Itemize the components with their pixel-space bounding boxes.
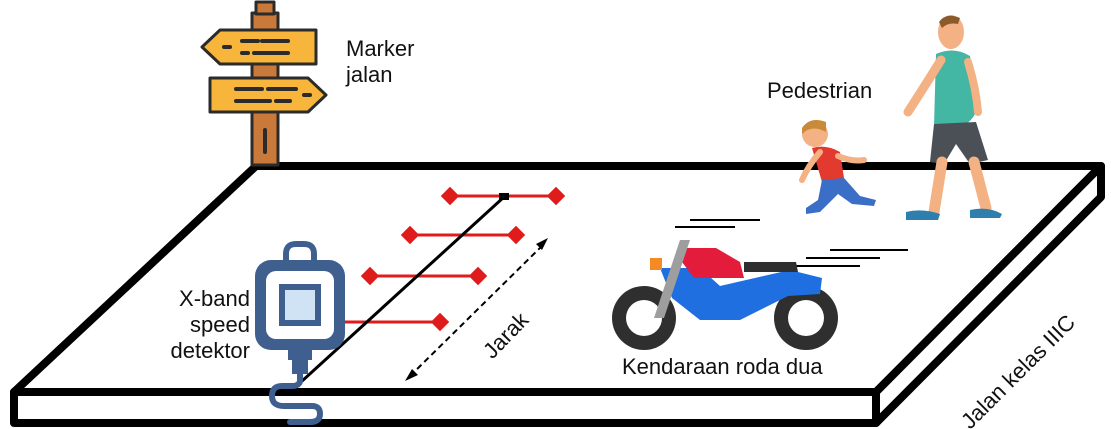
- marker-label-line1: Marker: [346, 36, 415, 61]
- beam-line: [288, 193, 509, 394]
- detector-label-line3: detektor: [170, 338, 251, 363]
- marker-label: Marker jalan: [346, 36, 414, 88]
- detector-label-line1: X-band: [179, 286, 250, 311]
- pedestrian-label: Pedestrian: [767, 78, 873, 103]
- road-front-face: [10, 388, 880, 427]
- pedestrian-child-icon: [799, 120, 876, 214]
- detector-label-line2: speed: [190, 312, 250, 337]
- distance-arrow: [405, 238, 548, 381]
- marker-label-line2: jalan: [346, 62, 393, 87]
- motorcycle-icon: [612, 219, 908, 350]
- speed-detector-icon: [255, 241, 345, 425]
- signpost-icon: [200, 0, 328, 167]
- detector-label: X-band speed detektor: [158, 286, 251, 364]
- pedestrian-adult-icon: [903, 15, 1002, 220]
- vehicle-label: Kendaraan roda dua: [622, 354, 823, 379]
- road-side-face: [872, 162, 1105, 427]
